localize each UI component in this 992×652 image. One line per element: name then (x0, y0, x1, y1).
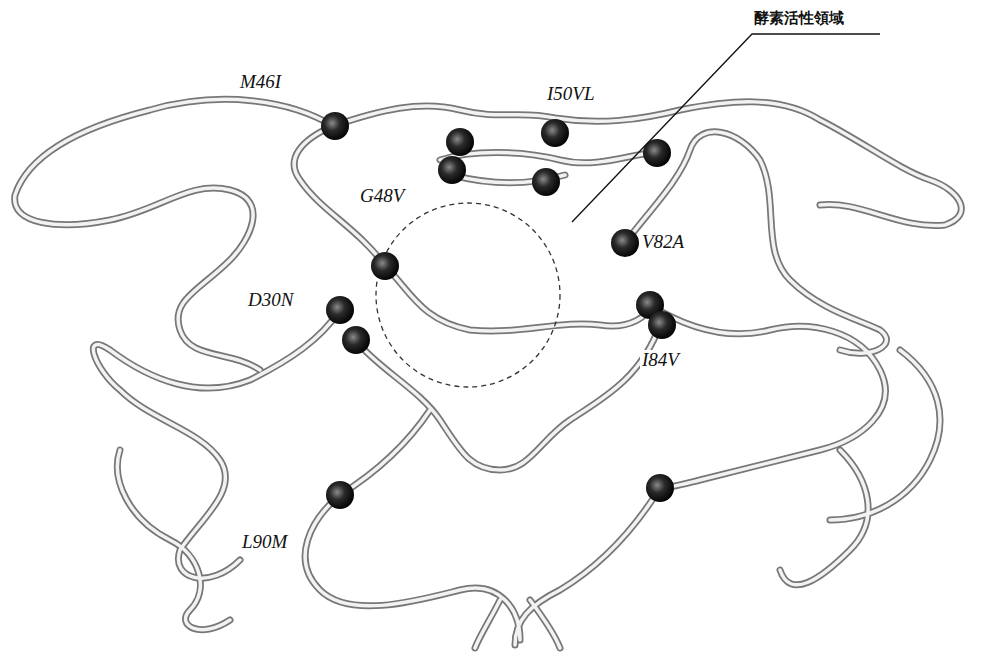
mutation-label: I50VL (545, 84, 597, 105)
ribbon-core (15, 99, 962, 648)
mutation-label: G48V (358, 186, 406, 207)
mutation-label: L90M (240, 532, 289, 553)
leader-line (572, 34, 880, 222)
ribbon-outline (15, 99, 962, 648)
region-label: 酵素活性領域 (752, 10, 846, 27)
mutation-spheres (321, 112, 676, 509)
active-site-circle (376, 203, 560, 387)
mutation-label: D30N (246, 290, 295, 311)
mutation-label: V82A (640, 232, 686, 253)
mutation-label: M46I (238, 72, 283, 93)
mutation-label: I84V (640, 350, 681, 371)
